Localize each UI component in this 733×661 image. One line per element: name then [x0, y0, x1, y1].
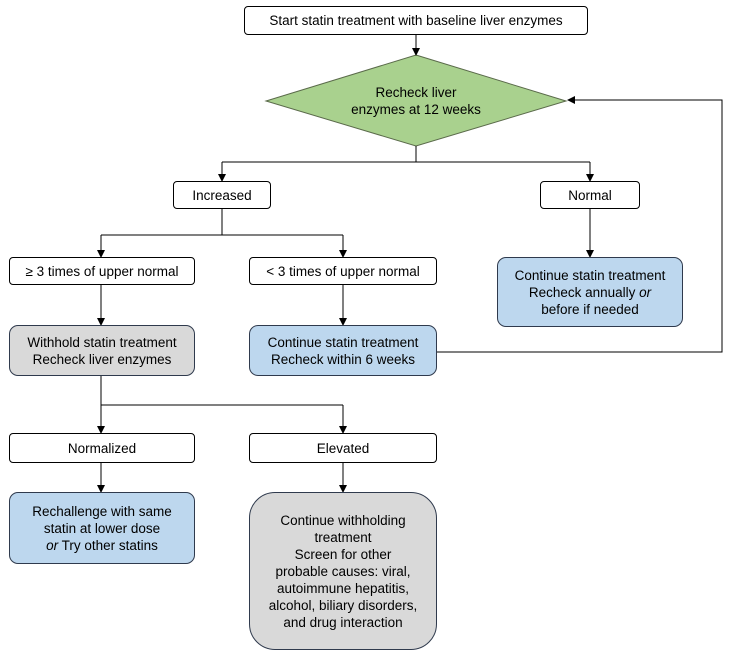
- elevated-action-line-5: autoimmune hepatitis,: [276, 580, 410, 596]
- continue-low-box: Continue statin treatment Recheck within…: [249, 325, 437, 376]
- normalized-box: Normalized: [9, 433, 195, 463]
- high-threshold-box: ≥ 3 times of upper normal: [9, 257, 195, 285]
- continue-low-line-2: Recheck within 6 weeks: [270, 351, 416, 367]
- elevated-action-line-1: Continue withholding: [280, 512, 406, 528]
- continue-normal-box: Continue statin treatment Recheck annual…: [497, 257, 683, 327]
- elevated-label: Elevated: [316, 440, 370, 456]
- elevated-action-line-4: probable causes: viral,: [275, 563, 411, 579]
- continue-normal-line-2: Recheck annually or: [528, 284, 652, 300]
- low-threshold-box: < 3 times of upper normal: [249, 257, 437, 285]
- rechallenge-line-3: or Try other statins: [46, 537, 158, 553]
- normalized-label: Normalized: [67, 440, 137, 456]
- elevated-action-line-6: alcohol, biliary disorders,: [268, 597, 418, 613]
- rechallenge-line-2: statin at lower dose: [43, 520, 161, 536]
- normal-label: Normal: [568, 187, 612, 203]
- withhold-line-1: Withhold statin treatment: [27, 334, 177, 350]
- rechallenge-line-1: Rechallenge with same: [32, 503, 172, 519]
- start-box: Start statin treatment with baseline liv…: [244, 6, 588, 35]
- low-threshold-label: < 3 times of upper normal: [266, 263, 420, 279]
- increased-box: Increased: [173, 181, 271, 209]
- continue-low-line-1: Continue statin treatment: [267, 334, 419, 350]
- withhold-box: Withhold statin treatment Recheck liver …: [9, 325, 195, 376]
- recheck-text: Recheck liver enzymes at 12 weeks: [266, 78, 566, 124]
- high-threshold-label: ≥ 3 times of upper normal: [25, 263, 179, 279]
- normal-box: Normal: [540, 181, 640, 209]
- recheck-line-1: Recheck liver: [375, 85, 457, 100]
- continue-normal-line-1: Continue statin treatment: [514, 267, 666, 283]
- increased-label: Increased: [192, 187, 252, 203]
- elevated-action-line-2: treatment: [314, 529, 372, 545]
- arrow-feedback-loop: [436, 96, 723, 353]
- elevated-action-line-7: and drug interaction: [283, 614, 403, 630]
- start-text: Start statin treatment with baseline liv…: [269, 13, 563, 28]
- continue-normal-line-3: before if needed: [541, 301, 639, 317]
- elevated-box: Elevated: [249, 433, 437, 463]
- elevated-action-box: Continue withholding treatment Screen fo…: [249, 492, 437, 650]
- recheck-line-2: enzymes at 12 weeks: [351, 102, 481, 117]
- elevated-action-line-3: Screen for other: [294, 546, 392, 562]
- rechallenge-box: Rechallenge with same statin at lower do…: [9, 492, 195, 564]
- withhold-line-2: Recheck liver enzymes: [32, 351, 172, 367]
